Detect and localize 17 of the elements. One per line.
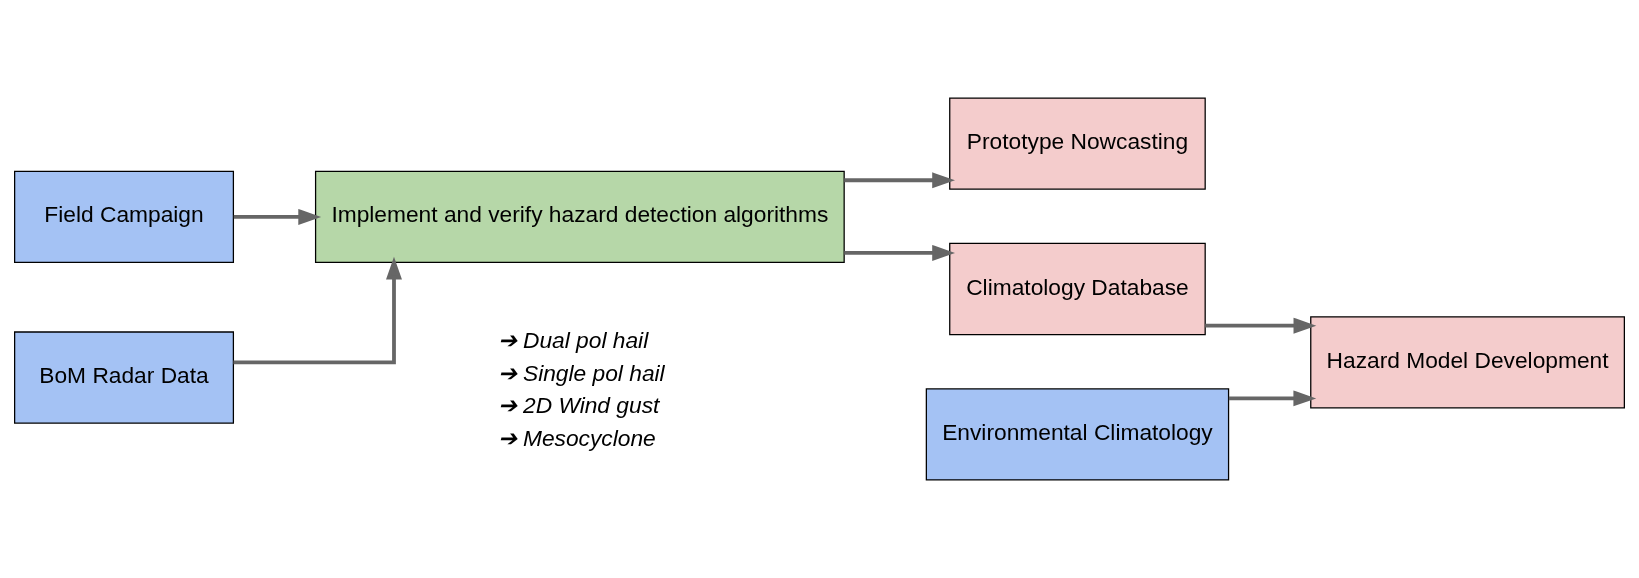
label: ➔ Mesocyclone — [497, 425, 656, 452]
node-box: Field Campaign — [14, 170, 235, 264]
label: ➔ Single pol hail — [497, 359, 665, 386]
node-box: Climatology Database — [949, 242, 1206, 336]
label: ➔ Dual pol hail — [497, 326, 649, 353]
arrow — [1205, 317, 1317, 334]
node-box: Hazard Model Development — [1310, 316, 1625, 409]
arrow — [233, 208, 322, 225]
node-box: Environmental Climatology — [925, 388, 1230, 481]
node-box: Implement and verify hazard detection algorithms — [314, 170, 845, 264]
arrow — [844, 244, 955, 261]
node-box: BoM Radar Data — [14, 331, 235, 424]
arrow — [844, 172, 955, 189]
arrow — [1228, 390, 1317, 407]
label: ➔ 2D Wind gust — [497, 392, 660, 419]
node-box: Prototype Nowcasting — [949, 97, 1206, 190]
arrow — [233, 256, 402, 365]
